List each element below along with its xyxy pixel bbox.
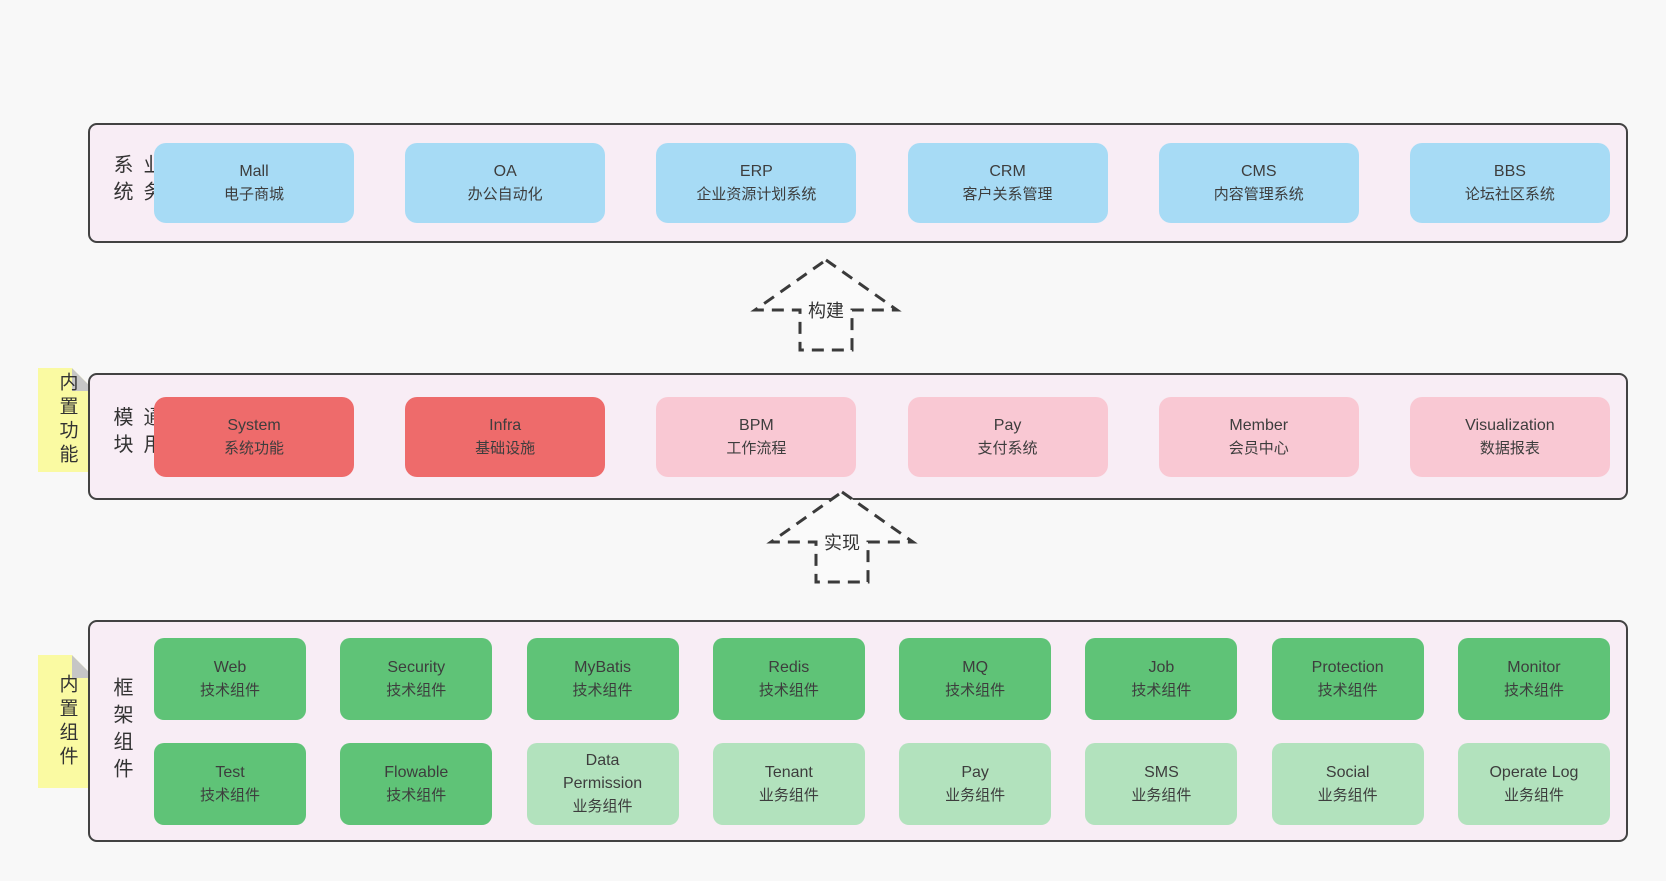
box-protection: Protection 技术组件 [1271, 637, 1424, 720]
arrow-build-label: 构建 [805, 297, 847, 323]
box-bpm: BPM 工作流程 [656, 396, 857, 477]
box-subtitle: 技术组件 [758, 681, 819, 699]
box-subtitle: 工作流程 [726, 439, 787, 457]
box-pay-component: Pay 业务组件 [899, 742, 1052, 825]
box-subtitle: 技术组件 [386, 681, 447, 699]
box-subtitle: 办公自动化 [467, 186, 543, 203]
box-subtitle: 技术组件 [1317, 681, 1378, 699]
box-cms: CMS 内容管理系统 [1158, 143, 1359, 223]
box-subtitle: 数据报表 [1479, 439, 1540, 457]
box-title: ERP [739, 163, 773, 180]
box-title: Tenant [764, 763, 813, 781]
box-subtitle: 基础设施 [475, 439, 536, 457]
box-erp: ERP 企业资源计划系统 [656, 143, 857, 223]
framework-components-grid: Web 技术组件 Security 技术组件 MyBatis 技术组件 Redi… [154, 622, 1626, 840]
box-title: SMS [1144, 763, 1179, 781]
box-subtitle: 支付系统 [977, 439, 1038, 457]
box-mall: Mall 电子商城 [154, 143, 354, 223]
box-title: BBS [1493, 163, 1526, 180]
box-subtitle: 技术组件 [572, 681, 633, 699]
box-subtitle: 客户关系管理 [962, 186, 1053, 203]
box-title: Redis [768, 658, 810, 676]
arrow-implement-label: 实现 [821, 529, 863, 555]
box-security: Security 技术组件 [340, 637, 493, 720]
box-web: Web 技术组件 [154, 637, 306, 720]
box-data-permission: Data Permission 业务组件 [526, 742, 679, 825]
box-system: System 系统功能 [154, 396, 354, 477]
box-subtitle: 技术组件 [945, 681, 1006, 699]
band-label-framework-components: 框架组件 [110, 677, 132, 785]
box-pay-module: Pay 支付系统 [907, 396, 1108, 477]
box-redis: Redis 技术组件 [712, 637, 865, 720]
box-tenant: Tenant 业务组件 [712, 742, 865, 825]
arrow-build: 构建 [746, 257, 906, 353]
common-modules-row: System 系统功能 Infra 基础设施 BPM 工作流程 Pay 支付系统… [154, 375, 1626, 498]
box-subtitle: 技术组件 [1503, 681, 1564, 699]
box-monitor: Monitor 技术组件 [1457, 637, 1610, 720]
box-title: Mall [239, 163, 269, 180]
box-subtitle: 技术组件 [1131, 681, 1192, 699]
business-systems-row: Mall 电子商城 OA 办公自动化 ERP 企业资源计划系统 CRM 客户关系… [154, 125, 1626, 241]
box-bbs: BBS 论坛社区系统 [1409, 143, 1610, 223]
box-title: System [227, 416, 281, 434]
box-subtitle: 技术组件 [199, 786, 260, 804]
box-title: Pay [961, 763, 989, 781]
box-title: MQ [962, 658, 989, 676]
box-title: OA [493, 163, 517, 180]
box-title: Visualization [1465, 416, 1555, 434]
box-subtitle: 技术组件 [199, 681, 260, 699]
box-subtitle: 业务组件 [1503, 786, 1564, 804]
box-operate-log: Operate Log 业务组件 [1457, 742, 1610, 825]
box-title: Data Permission [562, 752, 643, 792]
box-flowable: Flowable 技术组件 [340, 742, 493, 825]
box-subtitle: 内容管理系统 [1213, 186, 1304, 203]
box-oa: OA 办公自动化 [405, 143, 606, 223]
box-title: Job [1148, 658, 1175, 676]
box-title: Pay [993, 416, 1022, 434]
box-subtitle: 系统功能 [223, 439, 284, 457]
box-mybatis: MyBatis 技术组件 [526, 637, 679, 720]
box-subtitle: 业务组件 [1131, 786, 1192, 804]
box-title: CRM [989, 163, 1026, 180]
box-subtitle: 业务组件 [572, 798, 633, 815]
box-subtitle: 技术组件 [386, 786, 447, 804]
box-title: CMS [1240, 163, 1277, 180]
box-title: Web [213, 658, 247, 676]
band-framework-components: 框架组件 Web 技术组件 Security 技术组件 MyBatis 技术组件… [88, 620, 1628, 842]
box-title: Operate Log [1489, 763, 1579, 781]
box-member: Member 会员中心 [1158, 396, 1359, 477]
box-mq: MQ 技术组件 [899, 637, 1052, 720]
box-title: Member [1229, 416, 1289, 434]
box-title: Social [1325, 763, 1370, 781]
box-title: Monitor [1507, 658, 1561, 676]
box-subtitle: 会员中心 [1228, 439, 1289, 457]
sticky-note-label: 内置功能 [56, 372, 78, 468]
box-subtitle: 企业资源计划系统 [696, 186, 817, 203]
box-sms: SMS 业务组件 [1085, 742, 1238, 825]
sticky-note-builtin-functions: 内置功能 [38, 368, 95, 472]
box-title: Security [387, 658, 446, 676]
box-title: Infra [489, 416, 522, 434]
box-subtitle: 电子商城 [223, 186, 284, 203]
sticky-note-label: 内置组件 [56, 673, 78, 770]
box-title: MyBatis [574, 658, 632, 676]
band-business-systems: 业务系统 Mall 电子商城 OA 办公自动化 ERP 企业资源计划系统 CRM… [88, 123, 1628, 243]
box-title: BPM [739, 416, 774, 434]
box-visualization: Visualization 数据报表 [1409, 396, 1610, 477]
box-infra: Infra 基础设施 [405, 396, 606, 477]
sticky-note-builtin-components: 内置组件 [38, 655, 95, 788]
arrow-implement: 实现 [762, 489, 922, 585]
box-subtitle: 论坛社区系统 [1464, 186, 1555, 203]
band-common-modules: 通用模块 System 系统功能 Infra 基础设施 BPM 工作流程 Pay… [88, 373, 1628, 500]
box-title: Protection [1311, 658, 1384, 676]
box-subtitle: 业务组件 [945, 786, 1006, 804]
box-title: Test [215, 763, 245, 781]
box-job: Job 技术组件 [1085, 637, 1238, 720]
box-social: Social 业务组件 [1271, 742, 1424, 825]
box-test: Test 技术组件 [154, 742, 306, 825]
box-title: Flowable [384, 763, 449, 781]
box-subtitle: 业务组件 [758, 786, 819, 804]
box-subtitle: 业务组件 [1317, 786, 1378, 804]
box-crm: CRM 客户关系管理 [907, 143, 1108, 223]
